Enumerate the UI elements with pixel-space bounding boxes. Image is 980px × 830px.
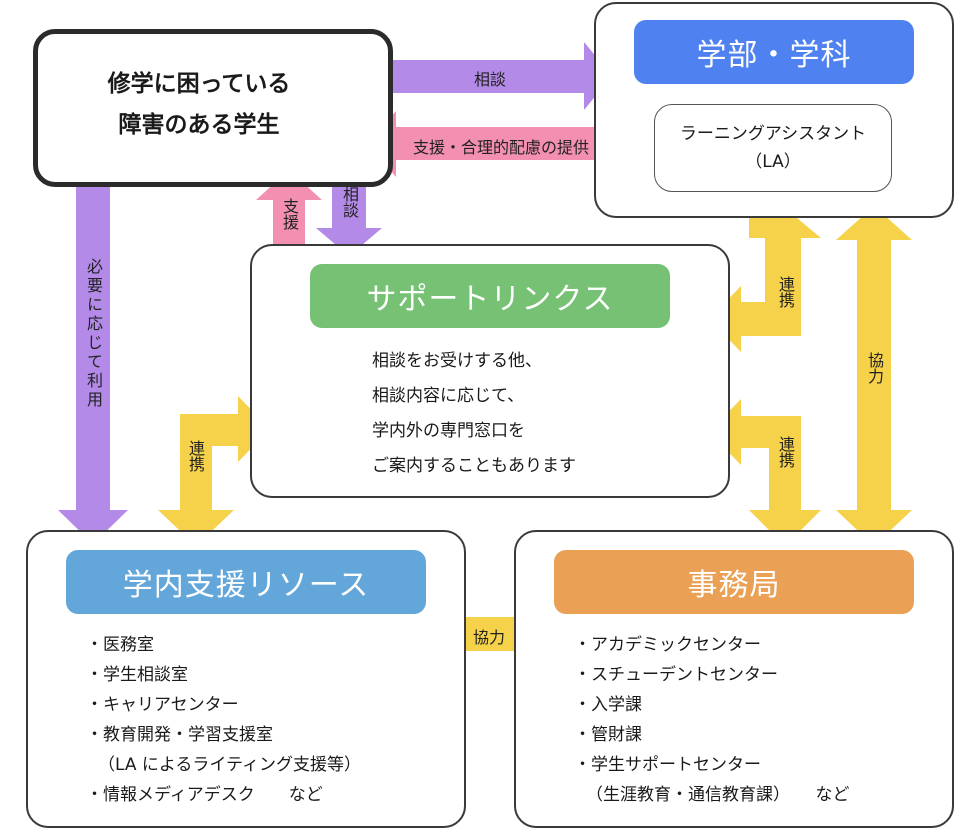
student-box [33, 29, 393, 187]
list-item: ・教育開発・学習支援室 [86, 725, 273, 745]
support-links-description: 相談をお受けする他、 相談内容に応じて、 学内外の専門窓口を ご案内することもあ… [372, 344, 576, 484]
cooperation-right-arrow [836, 206, 912, 546]
collab-upper-right-label: 連携 [776, 276, 795, 308]
learning-assistant-box: ラーニングアシスタント （LA） [654, 104, 892, 192]
student-line-1: 修学に困っている [107, 71, 291, 97]
collab-lower-right-arrow [709, 399, 821, 546]
list-item: ・入学課 [574, 695, 642, 715]
list-item: ・スチューデントセンター [574, 665, 778, 685]
list-item: ・医務室 [86, 635, 154, 655]
support-up-arrow [256, 170, 322, 250]
student-label: 修学に困っている 障害のある学生 [40, 64, 358, 146]
la-line-1: ラーニングアシスタント [679, 124, 867, 144]
collab-left-text: 連携 [186, 440, 205, 472]
consult-down-label: 相談 [340, 186, 359, 218]
cooperation-right-text: 協力 [865, 352, 884, 384]
support-links-line-1: 相談をお受けする他、 [372, 351, 542, 371]
la-line-2: （LA） [745, 152, 801, 172]
list-item: ・管財課 [574, 725, 642, 745]
office-list: ・アカデミックセンター ・スチューデントセンター ・入学課 ・管財課 ・学生サポ… [574, 630, 850, 810]
list-item: （LA によるライティング支援等） [98, 755, 362, 775]
support-links-title: サポートリンクス [310, 264, 670, 328]
collab-left-label: 連携 [186, 440, 205, 472]
support-up-text: 支援 [280, 198, 299, 230]
student-line-2: 障害のある学生 [118, 112, 280, 138]
support-links-line-3: 学内外の専門窓口を [372, 421, 525, 441]
cooperation-right-label: 協力 [865, 352, 884, 384]
list-item: ・情報メディアデスク など [86, 785, 323, 805]
list-item: ・学生サポートセンター [574, 755, 761, 775]
list-item: ・アカデミックセンター [574, 635, 761, 655]
consult-right-arrow [378, 42, 612, 110]
collab-upper-right-arrow [709, 188, 821, 352]
support-left-arrow [368, 111, 612, 177]
resources-list: ・医務室 ・学生相談室 ・キャリアセンター ・教育開発・学習支援室 （LA によ… [86, 630, 361, 810]
support-up-label: 支援 [280, 198, 299, 230]
list-item: ・学生相談室 [86, 665, 188, 685]
cooperation-bottom-label: 協力 [472, 628, 505, 647]
support-links-line-2: 相談内容に応じて、 [372, 386, 525, 406]
resources-title: 学内支援リソース [66, 550, 426, 614]
consult-down-arrow [316, 178, 382, 256]
collab-upper-right-text: 連携 [776, 276, 795, 308]
collab-lower-right-text: 連携 [776, 436, 795, 468]
faculty-title: 学部・学科 [634, 20, 914, 84]
list-item: （生涯教育・通信教育課） など [586, 785, 850, 805]
use-as-needed-label: 必要に応じて利用 [84, 258, 103, 410]
collab-lower-right-label: 連携 [776, 436, 795, 468]
office-title: 事務局 [554, 550, 914, 614]
consult-right-label: 相談 [473, 70, 506, 89]
collab-left-arrow [158, 396, 270, 546]
support-links-line-4: ご案内することもあります [372, 456, 576, 476]
use-as-needed-text: 必要に応じて利用 [84, 258, 103, 410]
list-item: ・キャリアセンター [86, 695, 239, 715]
use-as-needed-arrow [58, 176, 128, 544]
consult-down-text: 相談 [340, 186, 359, 218]
support-left-label: 支援・合理的配慮の提供 [412, 138, 589, 157]
